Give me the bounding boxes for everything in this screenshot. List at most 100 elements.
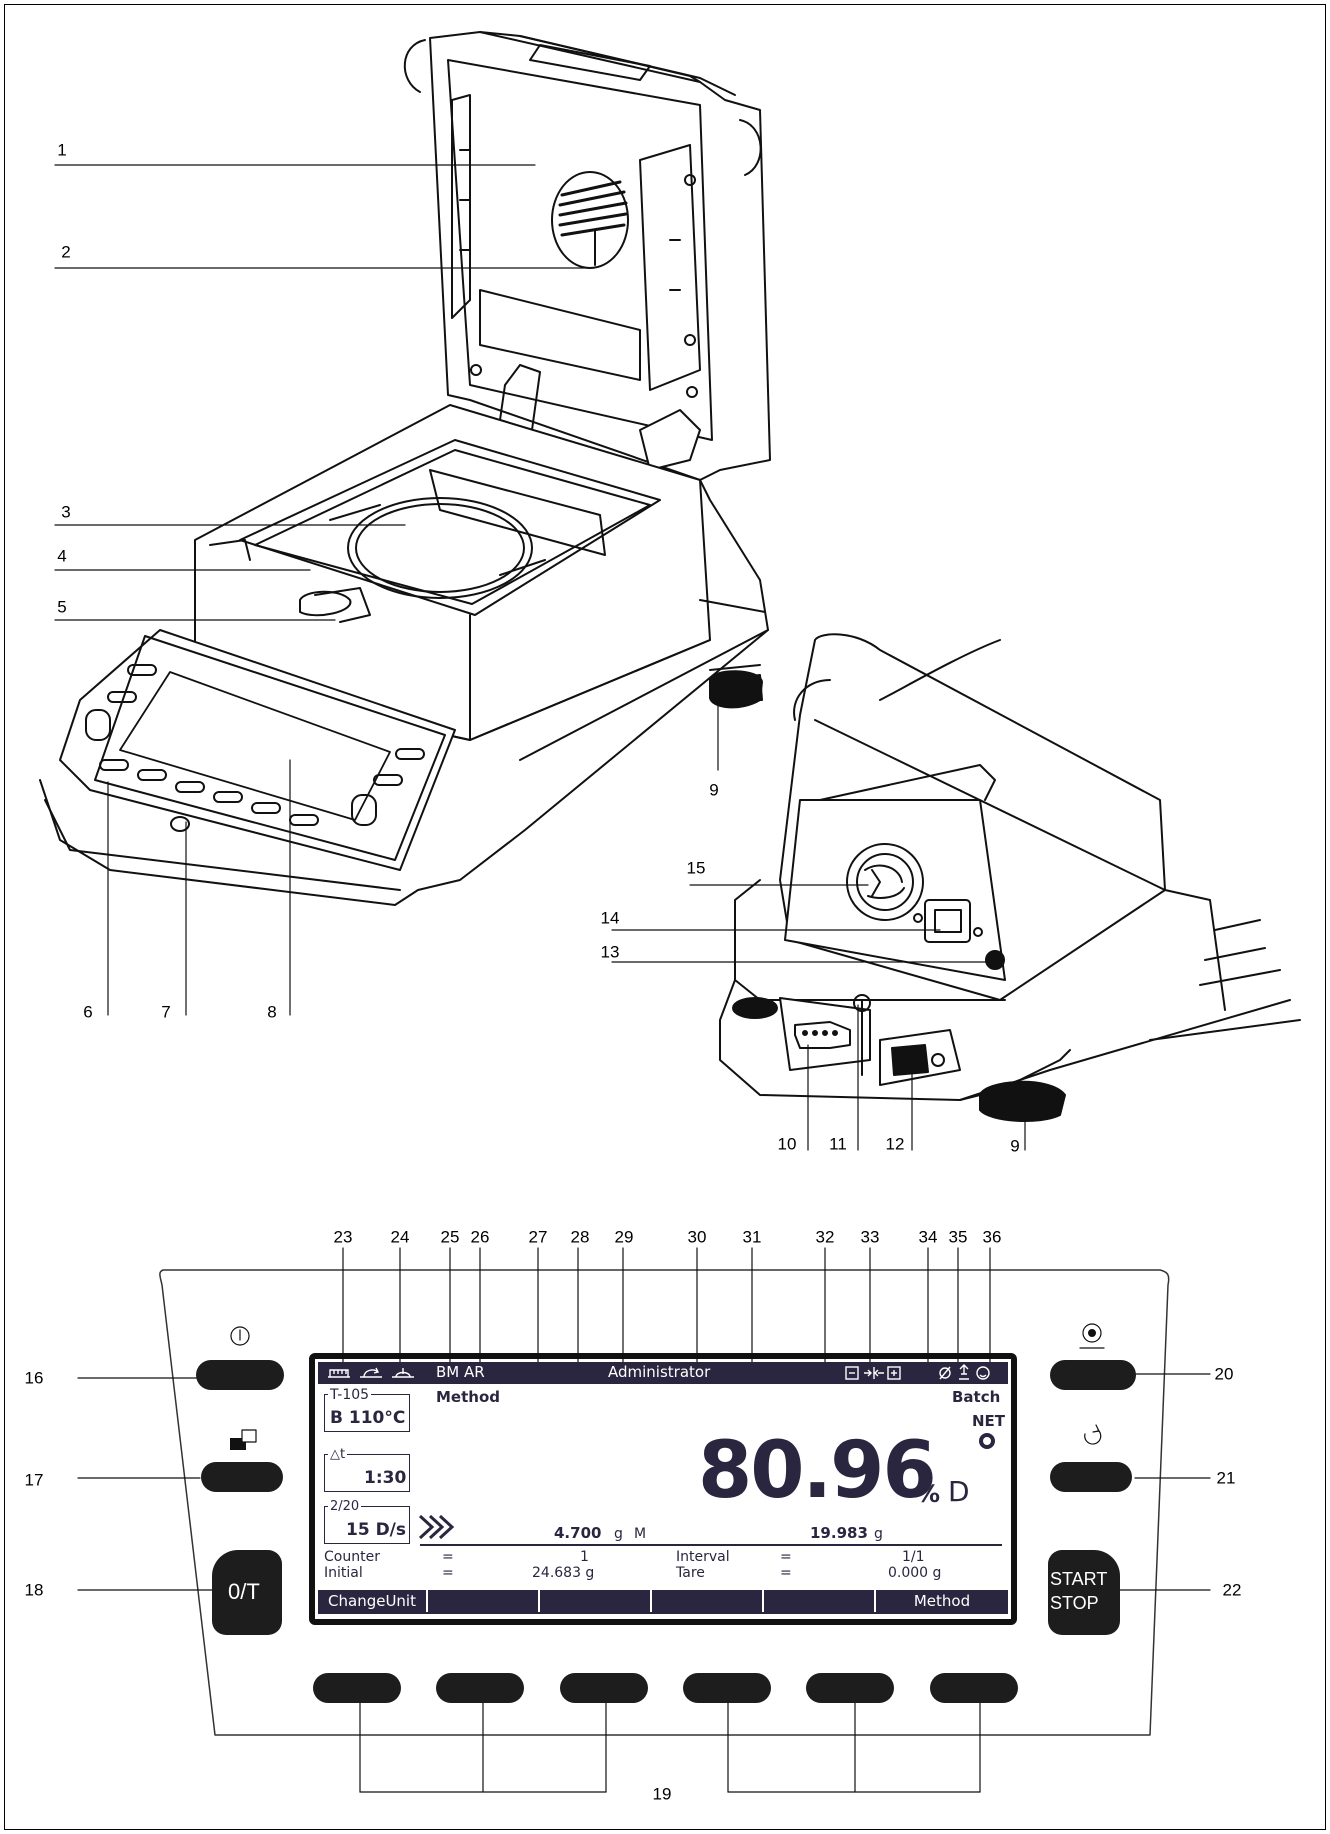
start-label: START <box>1050 1569 1108 1589</box>
callout-8: 8 <box>267 1002 277 1022</box>
row-label-tare: Tare <box>676 1565 705 1581</box>
refresh-icon <box>1084 1424 1102 1445</box>
callout-24: 24 <box>390 1227 410 1247</box>
callout-13: 13 <box>600 942 620 962</box>
callout-27: 27 <box>528 1227 548 1247</box>
callout-12: 12 <box>885 1134 905 1154</box>
interval-box <box>324 1454 410 1492</box>
lcd-status-bar: BM AR Administrator <box>318 1362 1008 1384</box>
window-switch-button[interactable] <box>201 1462 283 1492</box>
rate: 15 D/s <box>346 1520 407 1540</box>
callout-25: 25 <box>440 1227 460 1247</box>
row-eq2: = <box>780 1549 792 1565</box>
row-label-interval: Interval <box>676 1549 730 1565</box>
callout-11: 11 <box>829 1134 847 1154</box>
callout-4: 4 <box>57 546 67 566</box>
main-result: 80.96 <box>698 1426 937 1516</box>
start-stop-button[interactable]: START STOP <box>1048 1550 1120 1635</box>
callout-33: 33 <box>860 1227 880 1247</box>
callout-7: 7 <box>161 1002 171 1022</box>
heater-icon <box>328 1369 350 1378</box>
print-button[interactable] <box>1050 1360 1136 1390</box>
callout-3: 3 <box>61 502 71 522</box>
current-weight-unit: g <box>614 1526 623 1542</box>
main-unit: % <box>916 1480 941 1508</box>
row-eq: = <box>442 1549 454 1565</box>
status-icons <box>328 1367 414 1378</box>
rate-box <box>324 1506 410 1544</box>
main-mode: D <box>948 1475 970 1508</box>
row-eq: = <box>442 1565 454 1581</box>
callout-5: 5 <box>57 597 67 617</box>
row-label-initial: Initial <box>324 1565 363 1581</box>
lcd-display: BM AR Administrator T-105 B 110°C Method… <box>318 1362 1008 1616</box>
callout-35: 35 <box>948 1227 968 1247</box>
weighing-icon <box>392 1368 414 1378</box>
softkey-2[interactable] <box>428 1590 540 1612</box>
callout-26: 26 <box>470 1227 490 1247</box>
weight-flag: M <box>634 1526 647 1542</box>
row-value-initial: 24.683 g <box>532 1565 595 1581</box>
callout-21: 21 <box>1216 1468 1236 1488</box>
weight-range-icons <box>845 1366 901 1380</box>
callout-1: 1 <box>57 140 67 160</box>
callout-29: 29 <box>614 1227 634 1247</box>
delta-t-label: △t <box>328 1447 348 1462</box>
lcd-divider <box>420 1544 1002 1546</box>
softkey-6[interactable]: Method <box>913 1592 971 1610</box>
analyzer-body <box>39 404 769 906</box>
power-icon <box>230 1326 250 1346</box>
figure-frame <box>4 4 1326 1830</box>
callout-22: 22 <box>1222 1580 1242 1600</box>
net-label: NET <box>972 1412 1006 1430</box>
power-button[interactable] <box>196 1360 284 1390</box>
softkey-5[interactable] <box>764 1590 876 1612</box>
stability-icon <box>979 1433 995 1449</box>
row-value-interval: 1/1 <box>902 1549 925 1565</box>
temperature: B 110°C <box>330 1408 406 1428</box>
callout-20: 20 <box>1214 1364 1234 1384</box>
interval-time: 1:30 <box>364 1468 407 1488</box>
callout-14: 14 <box>600 908 620 928</box>
tare-label: 0/T <box>228 1579 260 1604</box>
callout-9b: 9 <box>1010 1136 1020 1156</box>
callout-17: 17 <box>24 1470 44 1490</box>
softkey-button-6[interactable] <box>930 1673 1018 1703</box>
softkey-button-2[interactable] <box>436 1673 524 1703</box>
batch-label: Batch <box>952 1388 1001 1406</box>
callout-34: 34 <box>918 1227 938 1247</box>
callout-16: 16 <box>24 1368 44 1388</box>
print-icon <box>1079 1323 1105 1349</box>
softkey-button-4[interactable] <box>683 1673 771 1703</box>
callout-6: 6 <box>83 1002 93 1022</box>
softkey-1[interactable]: ChangeUnit <box>318 1590 428 1612</box>
callout-32: 32 <box>815 1227 835 1247</box>
row-eq2: = <box>780 1565 792 1581</box>
callout-19: 19 <box>652 1784 672 1804</box>
lcd-user: Administrator <box>608 1363 711 1381</box>
lcd-mode: BM AR <box>436 1363 485 1381</box>
status-right-icons <box>939 1364 990 1380</box>
callout-18: 18 <box>24 1580 44 1600</box>
callout-23: 23 <box>333 1227 353 1247</box>
rear-view <box>719 633 1301 1123</box>
callout-10: 10 <box>777 1134 797 1154</box>
program-name: T-105 <box>328 1387 372 1403</box>
row-value-counter: 1 <box>580 1549 589 1565</box>
second-weight-unit: g <box>874 1526 883 1542</box>
current-weight: 4.700 <box>554 1524 602 1542</box>
window-switch-icon <box>230 1429 257 1450</box>
stop-label: STOP <box>1050 1593 1099 1613</box>
step-counter: 2/20 <box>328 1499 362 1514</box>
callout-9a: 9 <box>709 780 719 800</box>
softkey-button-1[interactable] <box>313 1673 401 1703</box>
softkey-button-3[interactable] <box>560 1673 648 1703</box>
callout-15: 15 <box>686 858 706 878</box>
refresh-button[interactable] <box>1050 1462 1132 1492</box>
softkey-3[interactable] <box>540 1590 652 1612</box>
softkey-button-5[interactable] <box>806 1673 894 1703</box>
method-label: Method <box>436 1388 500 1406</box>
row-label-counter: Counter <box>324 1549 380 1565</box>
tare-button[interactable]: 0/T <box>212 1550 282 1635</box>
softkey-4[interactable] <box>652 1590 764 1612</box>
